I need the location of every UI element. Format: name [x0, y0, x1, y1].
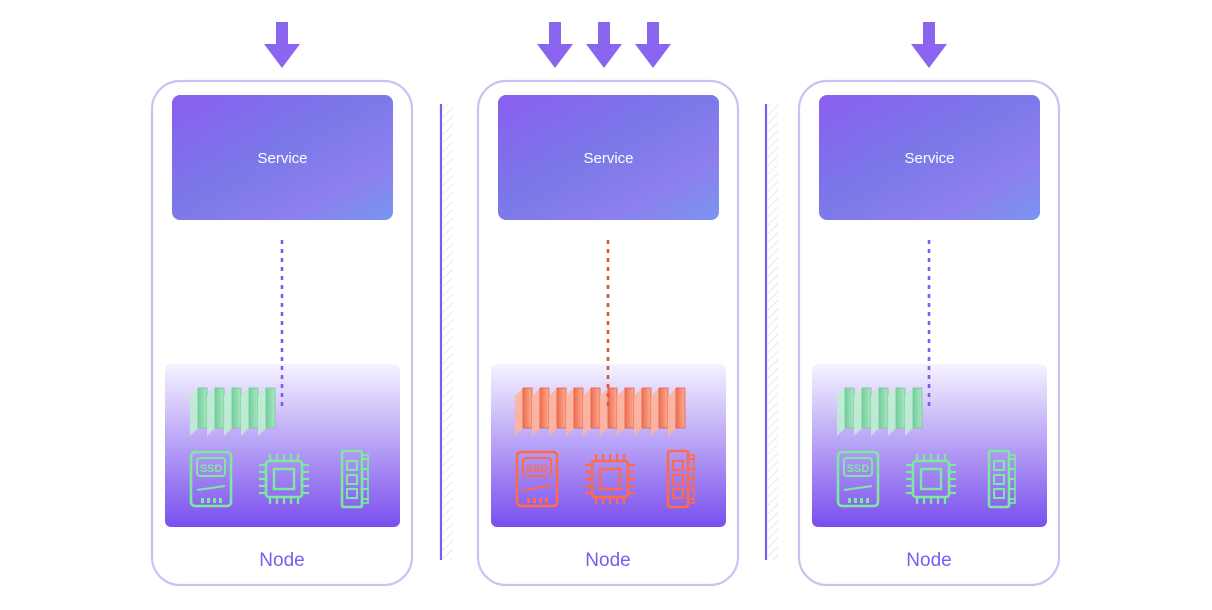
resource-slab [207, 387, 225, 436]
divider [764, 104, 778, 560]
resource-slab [258, 387, 276, 436]
memory-stick-icon [340, 449, 369, 509]
memory-stick-icon [666, 449, 695, 509]
service-label: Service [583, 150, 633, 167]
node-label: Node [906, 550, 951, 571]
cpu-chip-icon [906, 454, 956, 504]
service-box [172, 95, 393, 220]
ssd-icon: SSD [836, 450, 880, 508]
resource-slab [549, 387, 567, 436]
ssd-label: SSD [200, 463, 223, 475]
resource-slab [888, 387, 906, 436]
node-label: Node [585, 550, 630, 571]
resource-slabs [190, 387, 276, 436]
service-box [498, 95, 719, 220]
resource-slabs [837, 387, 923, 436]
divider [439, 104, 453, 560]
resource-slabs [515, 387, 686, 436]
memory-stick-icon [987, 449, 1016, 509]
down-arrow-icon [911, 22, 947, 68]
ssd-label: SSD [847, 463, 870, 475]
node-label: Node [259, 550, 304, 571]
service-label: Service [257, 150, 307, 167]
down-arrow-icon [635, 22, 671, 68]
ssd-icon: SSD [515, 450, 559, 508]
cpu-chip-icon [259, 454, 309, 504]
down-arrow-icon [264, 22, 300, 68]
service-label: Service [904, 150, 954, 167]
down-arrow-icon [537, 22, 573, 68]
ssd-label: SSD [526, 463, 549, 475]
down-arrow-icon [586, 22, 622, 68]
resource-slab [668, 387, 686, 436]
resource-slab [600, 387, 618, 436]
service-box [819, 95, 1040, 220]
cpu-chip-icon [585, 454, 635, 504]
ssd-icon: SSD [189, 450, 233, 508]
resource-slab [905, 387, 923, 436]
